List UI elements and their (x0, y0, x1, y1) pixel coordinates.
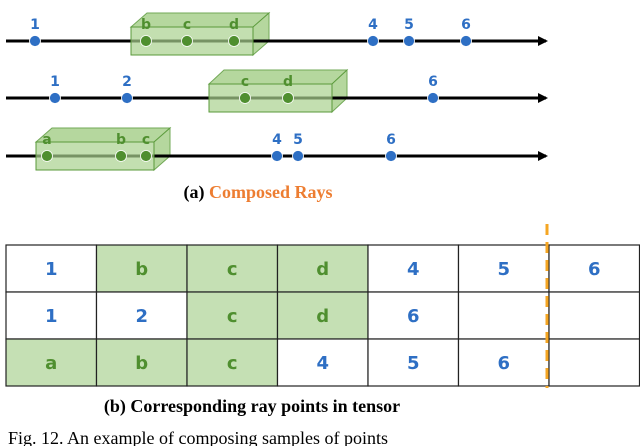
tensor-row: 1 2 c d 6 (5, 291, 640, 340)
tensor-cell-label: 5 (407, 353, 420, 374)
ray-point-label: c (183, 17, 191, 33)
caption-a-prefix: (a) (183, 182, 209, 203)
tensor-cell (5, 291, 98, 340)
caption-tensor: (b) Corresponding ray points in tensor (104, 396, 400, 417)
ray-point-label: 6 (461, 17, 471, 33)
tensor-cell-label: 6 (588, 259, 601, 280)
ray-point (121, 92, 133, 104)
ray-point-label: 6 (428, 74, 438, 90)
tensor-cell-label: c (227, 353, 238, 374)
ray-point-label: 1 (30, 17, 40, 33)
ray-point (181, 35, 193, 47)
tensor-cell-label: d (316, 306, 329, 327)
tensor-cell-label: 1 (45, 306, 58, 327)
sample-box-front (35, 141, 155, 171)
tensor-cell (457, 291, 550, 340)
ray-point-label: 4 (368, 17, 378, 33)
tensor-cell (457, 244, 550, 293)
tensor-cell (367, 291, 460, 340)
ray-point-label: d (283, 74, 293, 90)
tensor-cell (548, 338, 640, 387)
tensor-cell-label: 2 (135, 306, 148, 327)
ray-point-label: d (229, 17, 239, 33)
ray-point (282, 92, 294, 104)
tensor-row: a b c 4 5 6 (5, 338, 640, 387)
tensor-cell-label: 6 (497, 353, 510, 374)
ray-1: 1 b c d 4 5 6 (6, 11, 548, 57)
ray-point (292, 150, 304, 162)
ray-point-label: c (142, 132, 150, 148)
tensor-cell-label: d (316, 259, 329, 280)
tensor-cell-label: b (135, 353, 148, 374)
tensor-table: 1 b c d 4 5 6 1 2 c d 6 a b c 4 5 6 (5, 244, 640, 387)
caption-a-highlight: Composed Rays (209, 182, 333, 202)
tensor-row: 1 b c d 4 5 6 (5, 244, 640, 293)
tensor-cell (276, 338, 369, 387)
ray-point-label: 6 (386, 132, 396, 148)
ray-point-label: 2 (122, 74, 132, 90)
tensor-cell (95, 244, 188, 293)
ray-point (460, 35, 472, 47)
ray-2: 1 2 c d 6 (6, 68, 548, 114)
tensor-cell-label: 1 (45, 259, 58, 280)
tensor-cell-label: c (227, 259, 238, 280)
tensor-cell (95, 338, 188, 387)
tensor-cell-label: 6 (407, 306, 420, 327)
figure-caption: Fig. 12. An example of composing samples… (8, 428, 388, 446)
ray-point (140, 35, 152, 47)
ray-point (29, 35, 41, 47)
ray-point-label: c (241, 74, 249, 90)
tensor-cell-label: a (45, 353, 57, 374)
ray-point (140, 150, 152, 162)
ray-point (385, 150, 397, 162)
ray-point-label: 4 (272, 132, 282, 148)
ray-point-label: b (141, 17, 151, 33)
tensor-cell (186, 338, 279, 387)
tensor-cell (548, 291, 640, 340)
ray-point (49, 92, 61, 104)
sample-box-front (208, 83, 333, 113)
tensor-cell-label: b (135, 259, 148, 280)
ray-point-label: 5 (404, 17, 414, 33)
sample-box-top (207, 69, 349, 85)
ray-point (115, 150, 127, 162)
tensor-cell (186, 291, 279, 340)
tensor-cell (457, 338, 550, 387)
ray-point-label: a (42, 132, 51, 148)
ray-point-label: 1 (50, 74, 60, 90)
tensor-cell (367, 338, 460, 387)
ray-point (427, 92, 439, 104)
ray-point (271, 150, 283, 162)
ray-point (367, 35, 379, 47)
tensor-cell-label: 4 (316, 353, 329, 374)
ray-point (228, 35, 240, 47)
tensor-cell (276, 244, 369, 293)
tensor-cell-label: 5 (497, 259, 510, 280)
tensor-cell (5, 338, 98, 387)
caption-composed-rays: (a) Composed Rays (183, 182, 332, 203)
tensor-cell-label: 4 (407, 259, 420, 280)
ray-point-label: 5 (293, 132, 303, 148)
ray-point (41, 150, 53, 162)
ray-point (403, 35, 415, 47)
ray-point-label: b (116, 132, 126, 148)
sample-box-top (129, 12, 271, 28)
tensor-cell-label: c (227, 306, 238, 327)
ray-point (239, 92, 251, 104)
